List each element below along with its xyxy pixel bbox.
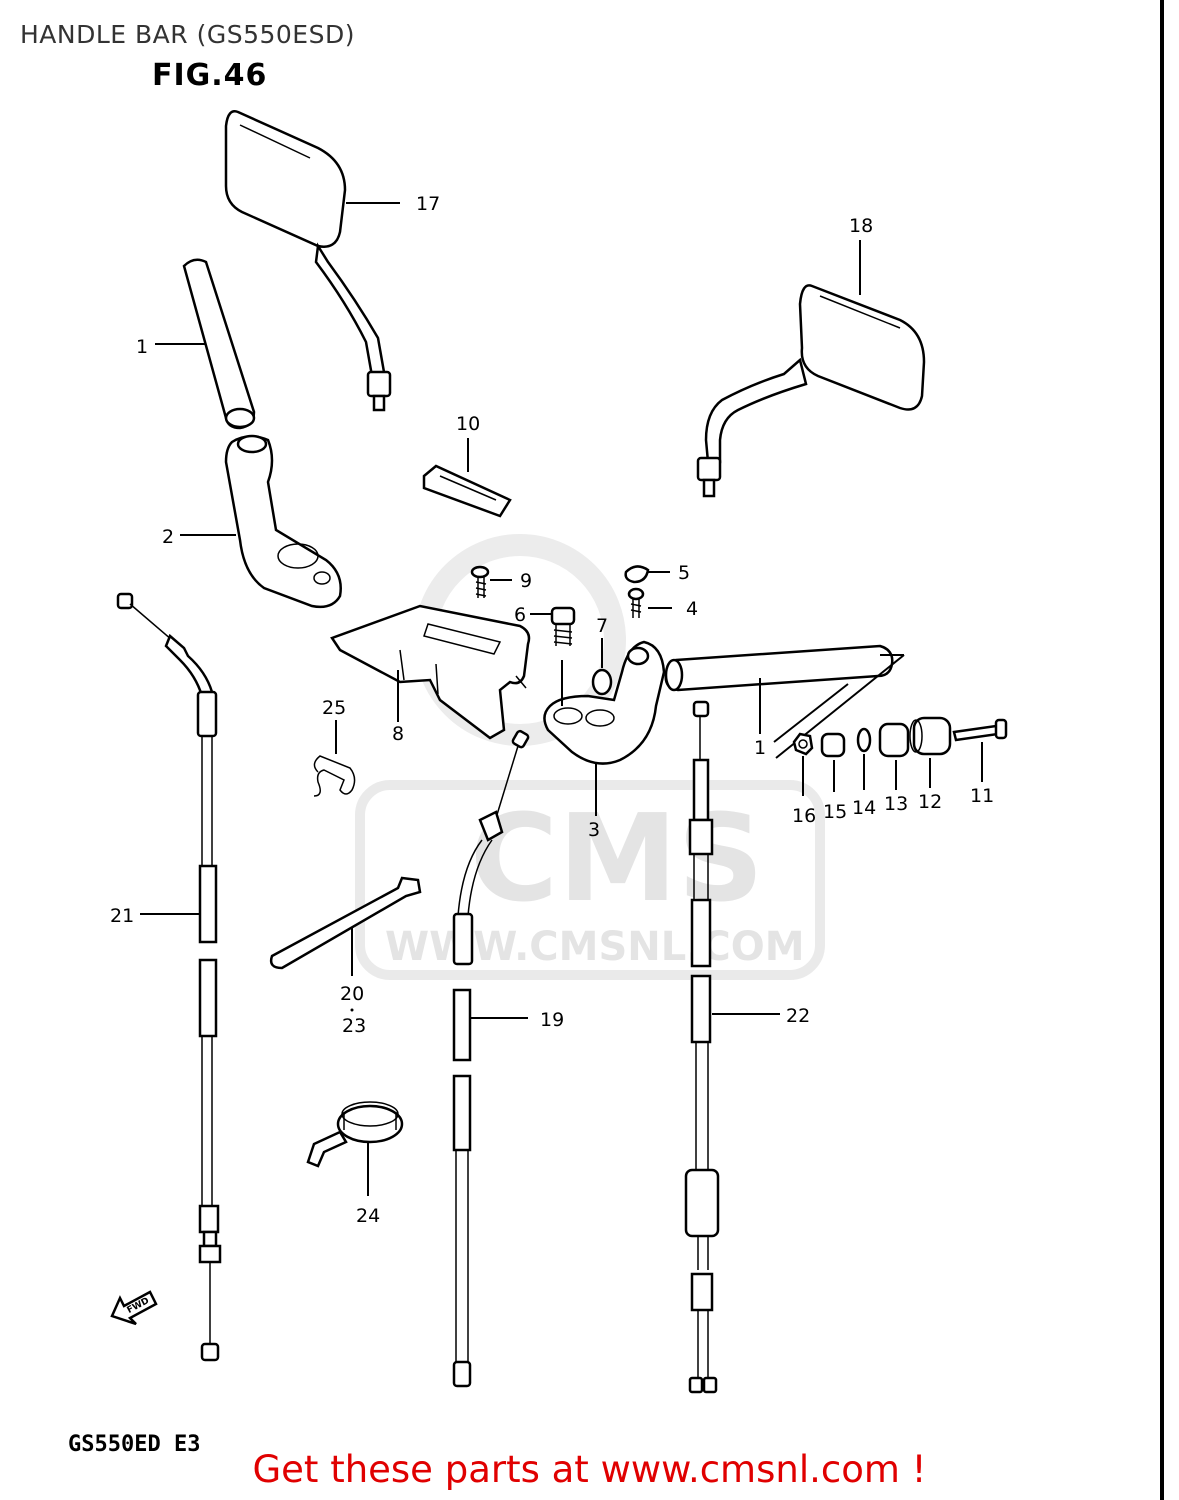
callout-11: 11 <box>970 785 994 807</box>
part-10-emblem[interactable] <box>422 464 512 518</box>
page-title: HANDLE BAR (GS550ESD) <box>20 20 355 49</box>
part-1-grip-left[interactable] <box>182 258 256 430</box>
callout-2: 2 <box>162 526 174 548</box>
part-1-grip-right[interactable] <box>664 644 894 692</box>
fwd-direction-arrow: FWD <box>110 1290 158 1326</box>
callout-12: 12 <box>918 791 942 813</box>
callout-19: 19 <box>540 1009 564 1031</box>
figure-label: FIG.46 <box>152 58 268 93</box>
parts-link[interactable]: Get these parts at www.cmsnl.com ! <box>252 1448 927 1491</box>
callout-1-right: 1 <box>754 737 766 759</box>
callout-15: 15 <box>823 801 847 823</box>
part-3-handlebar-holder-right[interactable] <box>543 640 666 765</box>
callout-17: 17 <box>416 193 440 215</box>
part-8-holder-cover[interactable] <box>330 604 531 740</box>
part-25-clamp-clip[interactable] <box>313 755 356 797</box>
callout-4: 4 <box>686 598 698 620</box>
callout-1-left: 1 <box>136 336 148 358</box>
callout-24: 24 <box>356 1205 380 1227</box>
part-11-bolt[interactable] <box>952 718 1008 742</box>
callout-7: 7 <box>596 615 608 637</box>
part-20-cable-strap[interactable] <box>269 876 422 970</box>
callout-14: 14 <box>852 797 876 819</box>
page-edge-border <box>1160 0 1164 1500</box>
part-17-mirror-left[interactable] <box>224 110 392 412</box>
part-2-handlebar-holder-left[interactable] <box>224 434 342 609</box>
part-21-throttle-cable[interactable] <box>116 592 222 1362</box>
part-19-cable[interactable] <box>452 729 530 1388</box>
part-15-spacer[interactable] <box>820 732 846 758</box>
part-22-clutch-cable[interactable] <box>684 700 720 1394</box>
callout-3: 3 <box>588 819 600 841</box>
part-6-bolt[interactable] <box>550 606 576 646</box>
part-12-balancer[interactable] <box>909 716 952 756</box>
watermark-url: WWW.CMSNL.COM <box>385 924 805 970</box>
part-24-choke-lever[interactable] <box>306 1101 404 1168</box>
part-13-cushion[interactable] <box>878 722 910 758</box>
callout-5: 5 <box>678 562 690 584</box>
callout-16: 16 <box>792 805 816 827</box>
callout-6: 6 <box>514 604 526 626</box>
callout-22: 22 <box>786 1005 810 1027</box>
callout-9: 9 <box>520 570 532 592</box>
part-18-mirror-right[interactable] <box>696 284 926 498</box>
part-9-screw[interactable] <box>470 565 490 598</box>
callout-8: 8 <box>392 723 404 745</box>
model-code: GS550ED E3 <box>68 1432 201 1457</box>
part-4-screw[interactable] <box>627 587 645 618</box>
callout-10: 10 <box>456 413 480 435</box>
callout-25: 25 <box>322 697 346 719</box>
callout-21: 21 <box>110 905 134 927</box>
part-14-washer[interactable] <box>856 727 872 753</box>
part-5-cap[interactable] <box>624 565 650 584</box>
callout-18: 18 <box>849 215 873 237</box>
part-7-washer[interactable] <box>591 668 613 696</box>
part-16-nut[interactable] <box>792 732 814 756</box>
callout-13: 13 <box>884 793 908 815</box>
callout-20: 20 <box>340 983 364 1005</box>
callout-23: 23 <box>342 1015 366 1037</box>
watermark-brand: CMS <box>470 790 764 929</box>
